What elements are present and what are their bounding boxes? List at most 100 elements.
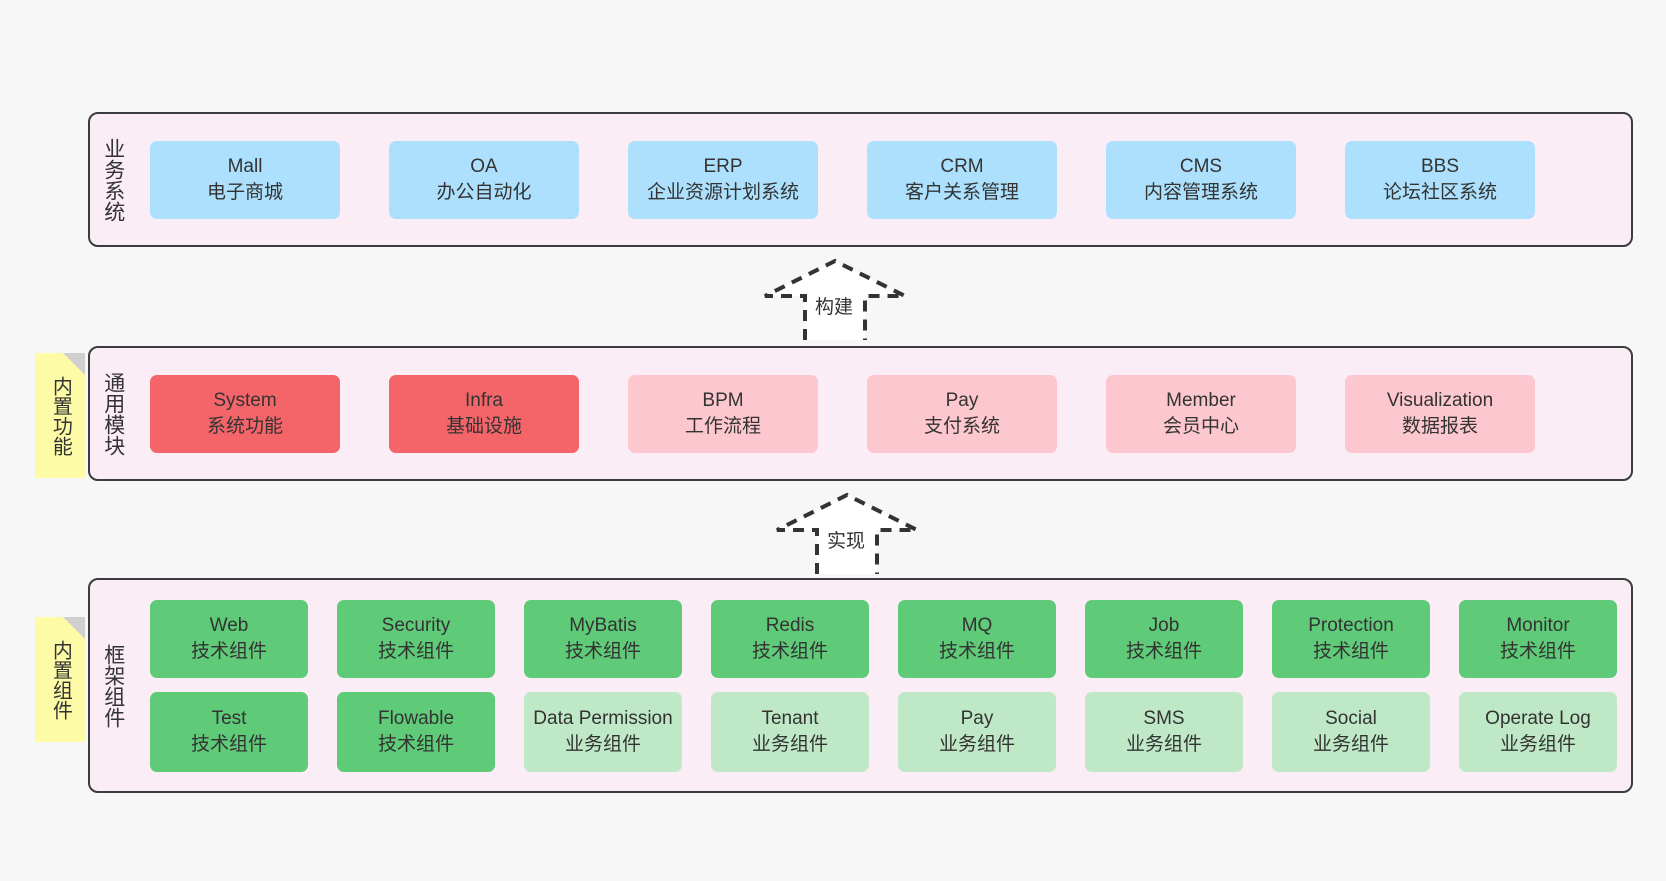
- node-label-cn: 企业资源计划系统: [646, 181, 799, 203]
- layer-framework-components: 框架组件 Web 技术组件 Security 技术组件 MyBatis 技术组件…: [88, 578, 1633, 793]
- node-label-en: Web: [209, 615, 249, 637]
- note-builtin-components: 内置组件: [35, 617, 85, 742]
- layer-title-framework-components: 框架组件: [101, 643, 125, 728]
- node-label-en: ERP: [703, 156, 743, 178]
- node-oa[interactable]: OA 办公自动化: [389, 140, 579, 219]
- node-job[interactable]: Job 技术组件: [1085, 599, 1243, 678]
- note-builtin-functions: 内置功能: [35, 353, 85, 478]
- node-label-en: Job: [1148, 615, 1180, 637]
- node-label-cn: 客户关系管理: [904, 181, 1019, 203]
- node-label-en: BBS: [1420, 156, 1460, 178]
- node-label-cn: 技术组件: [377, 640, 454, 662]
- node-label-cn: 支付系统: [923, 415, 1000, 437]
- node-tenant[interactable]: Tenant 业务组件: [711, 691, 869, 772]
- node-label-en: Security: [381, 615, 451, 637]
- node-label-cn: 技术组件: [1125, 640, 1202, 662]
- node-label-en: Operate Log: [1485, 708, 1591, 730]
- node-label-cn: 技术组件: [938, 640, 1015, 662]
- node-flowable[interactable]: Flowable 技术组件: [337, 691, 495, 772]
- node-label-cn: 业务组件: [938, 733, 1015, 755]
- node-label-en: MQ: [961, 615, 993, 637]
- node-label-cn: 技术组件: [1312, 640, 1389, 662]
- node-mq[interactable]: MQ 技术组件: [898, 599, 1056, 678]
- node-redis[interactable]: Redis 技术组件: [711, 599, 869, 678]
- node-sms[interactable]: SMS 业务组件: [1085, 691, 1243, 772]
- row-business-systems: Mall 电子商城 OA 办公自动化 ERP 企业资源计划系统 CRM 客户关系…: [150, 140, 1617, 219]
- node-label-en: Mall: [227, 156, 263, 178]
- node-pay-component[interactable]: Pay 业务组件: [898, 691, 1056, 772]
- node-label-en: Monitor: [1506, 615, 1570, 637]
- node-label-cn: 基础设施: [445, 415, 522, 437]
- node-label-cn: 业务组件: [1125, 733, 1202, 755]
- layer-body-common-modules: System 系统功能 Infra 基础设施 BPM 工作流程 Pay 支付系统…: [136, 348, 1631, 479]
- node-label-cn: 技术组件: [190, 640, 267, 662]
- node-label-cn: 技术组件: [190, 733, 267, 755]
- connector-build-label: 构建: [815, 297, 854, 318]
- layer-title-common-modules: 通用模块: [101, 371, 125, 456]
- node-label-en: Data Permission: [533, 708, 673, 730]
- node-label-en: Redis: [765, 615, 815, 637]
- node-label-cn: 业务组件: [751, 733, 828, 755]
- node-pay-module[interactable]: Pay 支付系统: [867, 374, 1057, 453]
- node-mall[interactable]: Mall 电子商城: [150, 140, 340, 219]
- node-data-permission[interactable]: Data Permission 业务组件: [524, 691, 682, 772]
- connector-implement-arrow: [776, 492, 918, 574]
- node-label-cn: 数据报表: [1401, 415, 1478, 437]
- node-protection[interactable]: Protection 技术组件: [1272, 599, 1430, 678]
- node-label-cn: 工作流程: [684, 415, 761, 437]
- node-label-cn: 业务组件: [1312, 733, 1389, 755]
- node-label-cn: 技术组件: [1499, 640, 1576, 662]
- node-bbs[interactable]: BBS 论坛社区系统: [1345, 140, 1535, 219]
- node-label-en: Test: [211, 708, 247, 730]
- node-label-en: System: [213, 390, 277, 412]
- node-erp[interactable]: ERP 企业资源计划系统: [628, 140, 818, 219]
- node-label-en: CRM: [940, 156, 984, 178]
- node-label-cn: 办公自动化: [436, 181, 532, 203]
- connector-implement-label: 实现: [827, 531, 866, 552]
- layer-body-framework-components: Web 技术组件 Security 技术组件 MyBatis 技术组件 Redi…: [136, 580, 1631, 791]
- node-system[interactable]: System 系统功能: [150, 374, 340, 453]
- note-label: 内置功能: [49, 375, 72, 456]
- node-label-cn: 技术组件: [751, 640, 828, 662]
- node-visualization[interactable]: Visualization 数据报表: [1345, 374, 1535, 453]
- node-cms[interactable]: CMS 内容管理系统: [1106, 140, 1296, 219]
- node-label-en: Social: [1325, 708, 1377, 730]
- layer-title-business-systems: 业务系统: [101, 137, 125, 222]
- node-label-en: OA: [470, 156, 498, 178]
- node-label-en: Tenant: [761, 708, 819, 730]
- node-label-en: MyBatis: [569, 615, 637, 637]
- note-fold-corner-icon: [63, 353, 85, 375]
- layer-body-business-systems: Mall 电子商城 OA 办公自动化 ERP 企业资源计划系统 CRM 客户关系…: [136, 114, 1631, 245]
- node-operate-log[interactable]: Operate Log 业务组件: [1459, 691, 1617, 772]
- row-technical-components: Web 技术组件 Security 技术组件 MyBatis 技术组件 Redi…: [150, 599, 1617, 678]
- node-label-en: Member: [1166, 390, 1236, 412]
- node-mybatis[interactable]: MyBatis 技术组件: [524, 599, 682, 678]
- node-label-en: Flowable: [377, 708, 455, 730]
- node-label-en: BPM: [702, 390, 744, 412]
- node-label-cn: 内容管理系统: [1143, 181, 1258, 203]
- node-web[interactable]: Web 技术组件: [150, 599, 308, 678]
- layer-common-modules: 通用模块 System 系统功能 Infra 基础设施 BPM 工作流程 Pay: [88, 346, 1633, 481]
- node-label-cn: 系统功能: [206, 415, 283, 437]
- node-label-cn: 技术组件: [377, 733, 454, 755]
- node-monitor[interactable]: Monitor 技术组件: [1459, 599, 1617, 678]
- node-crm[interactable]: CRM 客户关系管理: [867, 140, 1057, 219]
- node-label-cn: 论坛社区系统: [1382, 181, 1497, 203]
- node-label-en: Pay: [960, 708, 994, 730]
- node-label-en: CMS: [1179, 156, 1223, 178]
- row-business-components: Test 技术组件 Flowable 技术组件 Data Permission …: [150, 691, 1617, 772]
- node-infra[interactable]: Infra 基础设施: [389, 374, 579, 453]
- node-bpm[interactable]: BPM 工作流程: [628, 374, 818, 453]
- connector-build-arrow: [764, 258, 906, 340]
- node-label-cn: 业务组件: [564, 733, 641, 755]
- node-label-en: Infra: [464, 390, 504, 412]
- node-label-cn: 会员中心: [1162, 415, 1239, 437]
- node-security[interactable]: Security 技术组件: [337, 599, 495, 678]
- node-label-en: Protection: [1308, 615, 1394, 637]
- node-social[interactable]: Social 业务组件: [1272, 691, 1430, 772]
- note-fold-corner-icon: [63, 617, 85, 639]
- node-test[interactable]: Test 技术组件: [150, 691, 308, 772]
- node-member[interactable]: Member 会员中心: [1106, 374, 1296, 453]
- node-label-cn: 电子商城: [206, 181, 283, 203]
